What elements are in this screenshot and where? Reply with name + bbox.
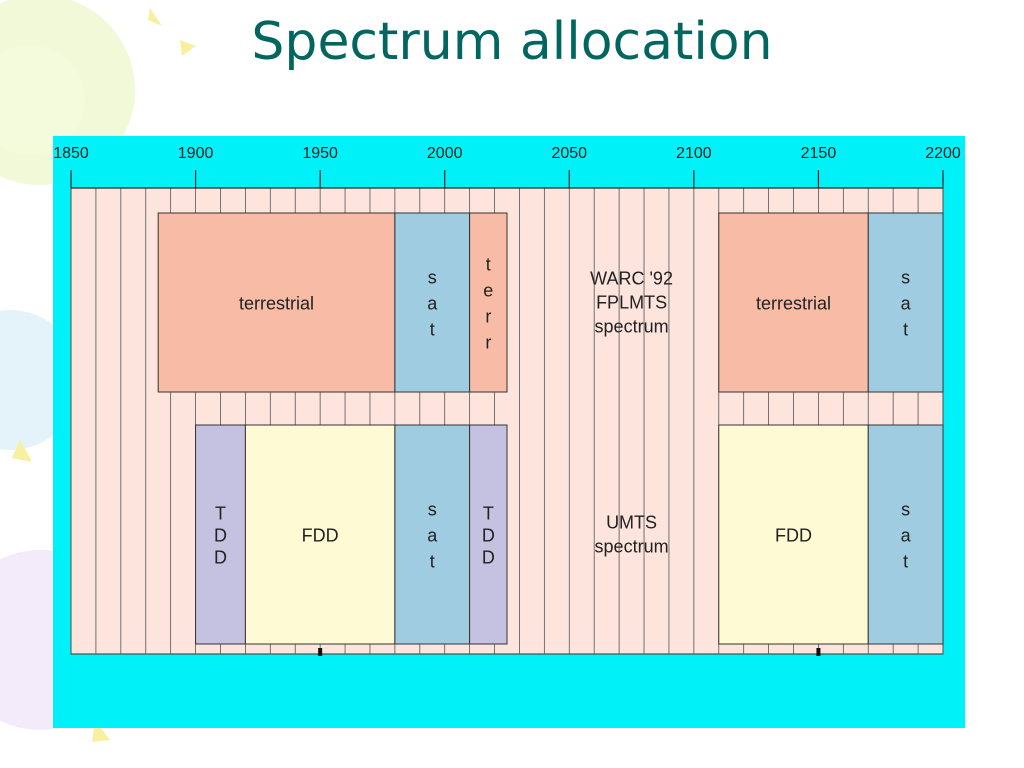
band-sat (867, 212, 944, 393)
axis-tick-label: 1850 (53, 145, 89, 162)
band-terrestrial (718, 212, 869, 393)
band-label: terrestrial (756, 294, 831, 314)
axis-tick-label: 2050 (551, 145, 587, 162)
band-fdd (244, 424, 396, 645)
row-label-line: UMTS (606, 513, 657, 533)
axis-tick-label: 1950 (302, 145, 338, 162)
band-terrestrial (469, 212, 508, 393)
row-label-line: WARC '92 (590, 269, 673, 289)
axis-tick-label: 2100 (676, 145, 712, 162)
row-label-line: FPLMTS (596, 293, 667, 313)
band-marker (816, 648, 821, 656)
band-label: terrestrial (239, 294, 314, 314)
row-label-line: spectrum (595, 537, 669, 557)
band-marker (318, 648, 323, 656)
band-tdd (469, 424, 508, 645)
band-terrestrial (157, 212, 396, 393)
row-label-line: spectrum (595, 317, 669, 337)
band-label: FDD (302, 526, 339, 546)
band-sat (394, 424, 471, 645)
band-sat (394, 212, 471, 393)
axis-tick-label: 1900 (178, 145, 214, 162)
band-tdd (195, 424, 246, 645)
axis-tick-label: 2150 (801, 145, 837, 162)
band-label: FDD (775, 526, 812, 546)
axis-tick-label: 2200 (925, 145, 961, 162)
axis-tick-label: 2000 (427, 145, 463, 162)
band-sat (867, 424, 944, 645)
band-fdd (718, 424, 869, 645)
page-title: Spectrum allocation (251, 12, 773, 72)
